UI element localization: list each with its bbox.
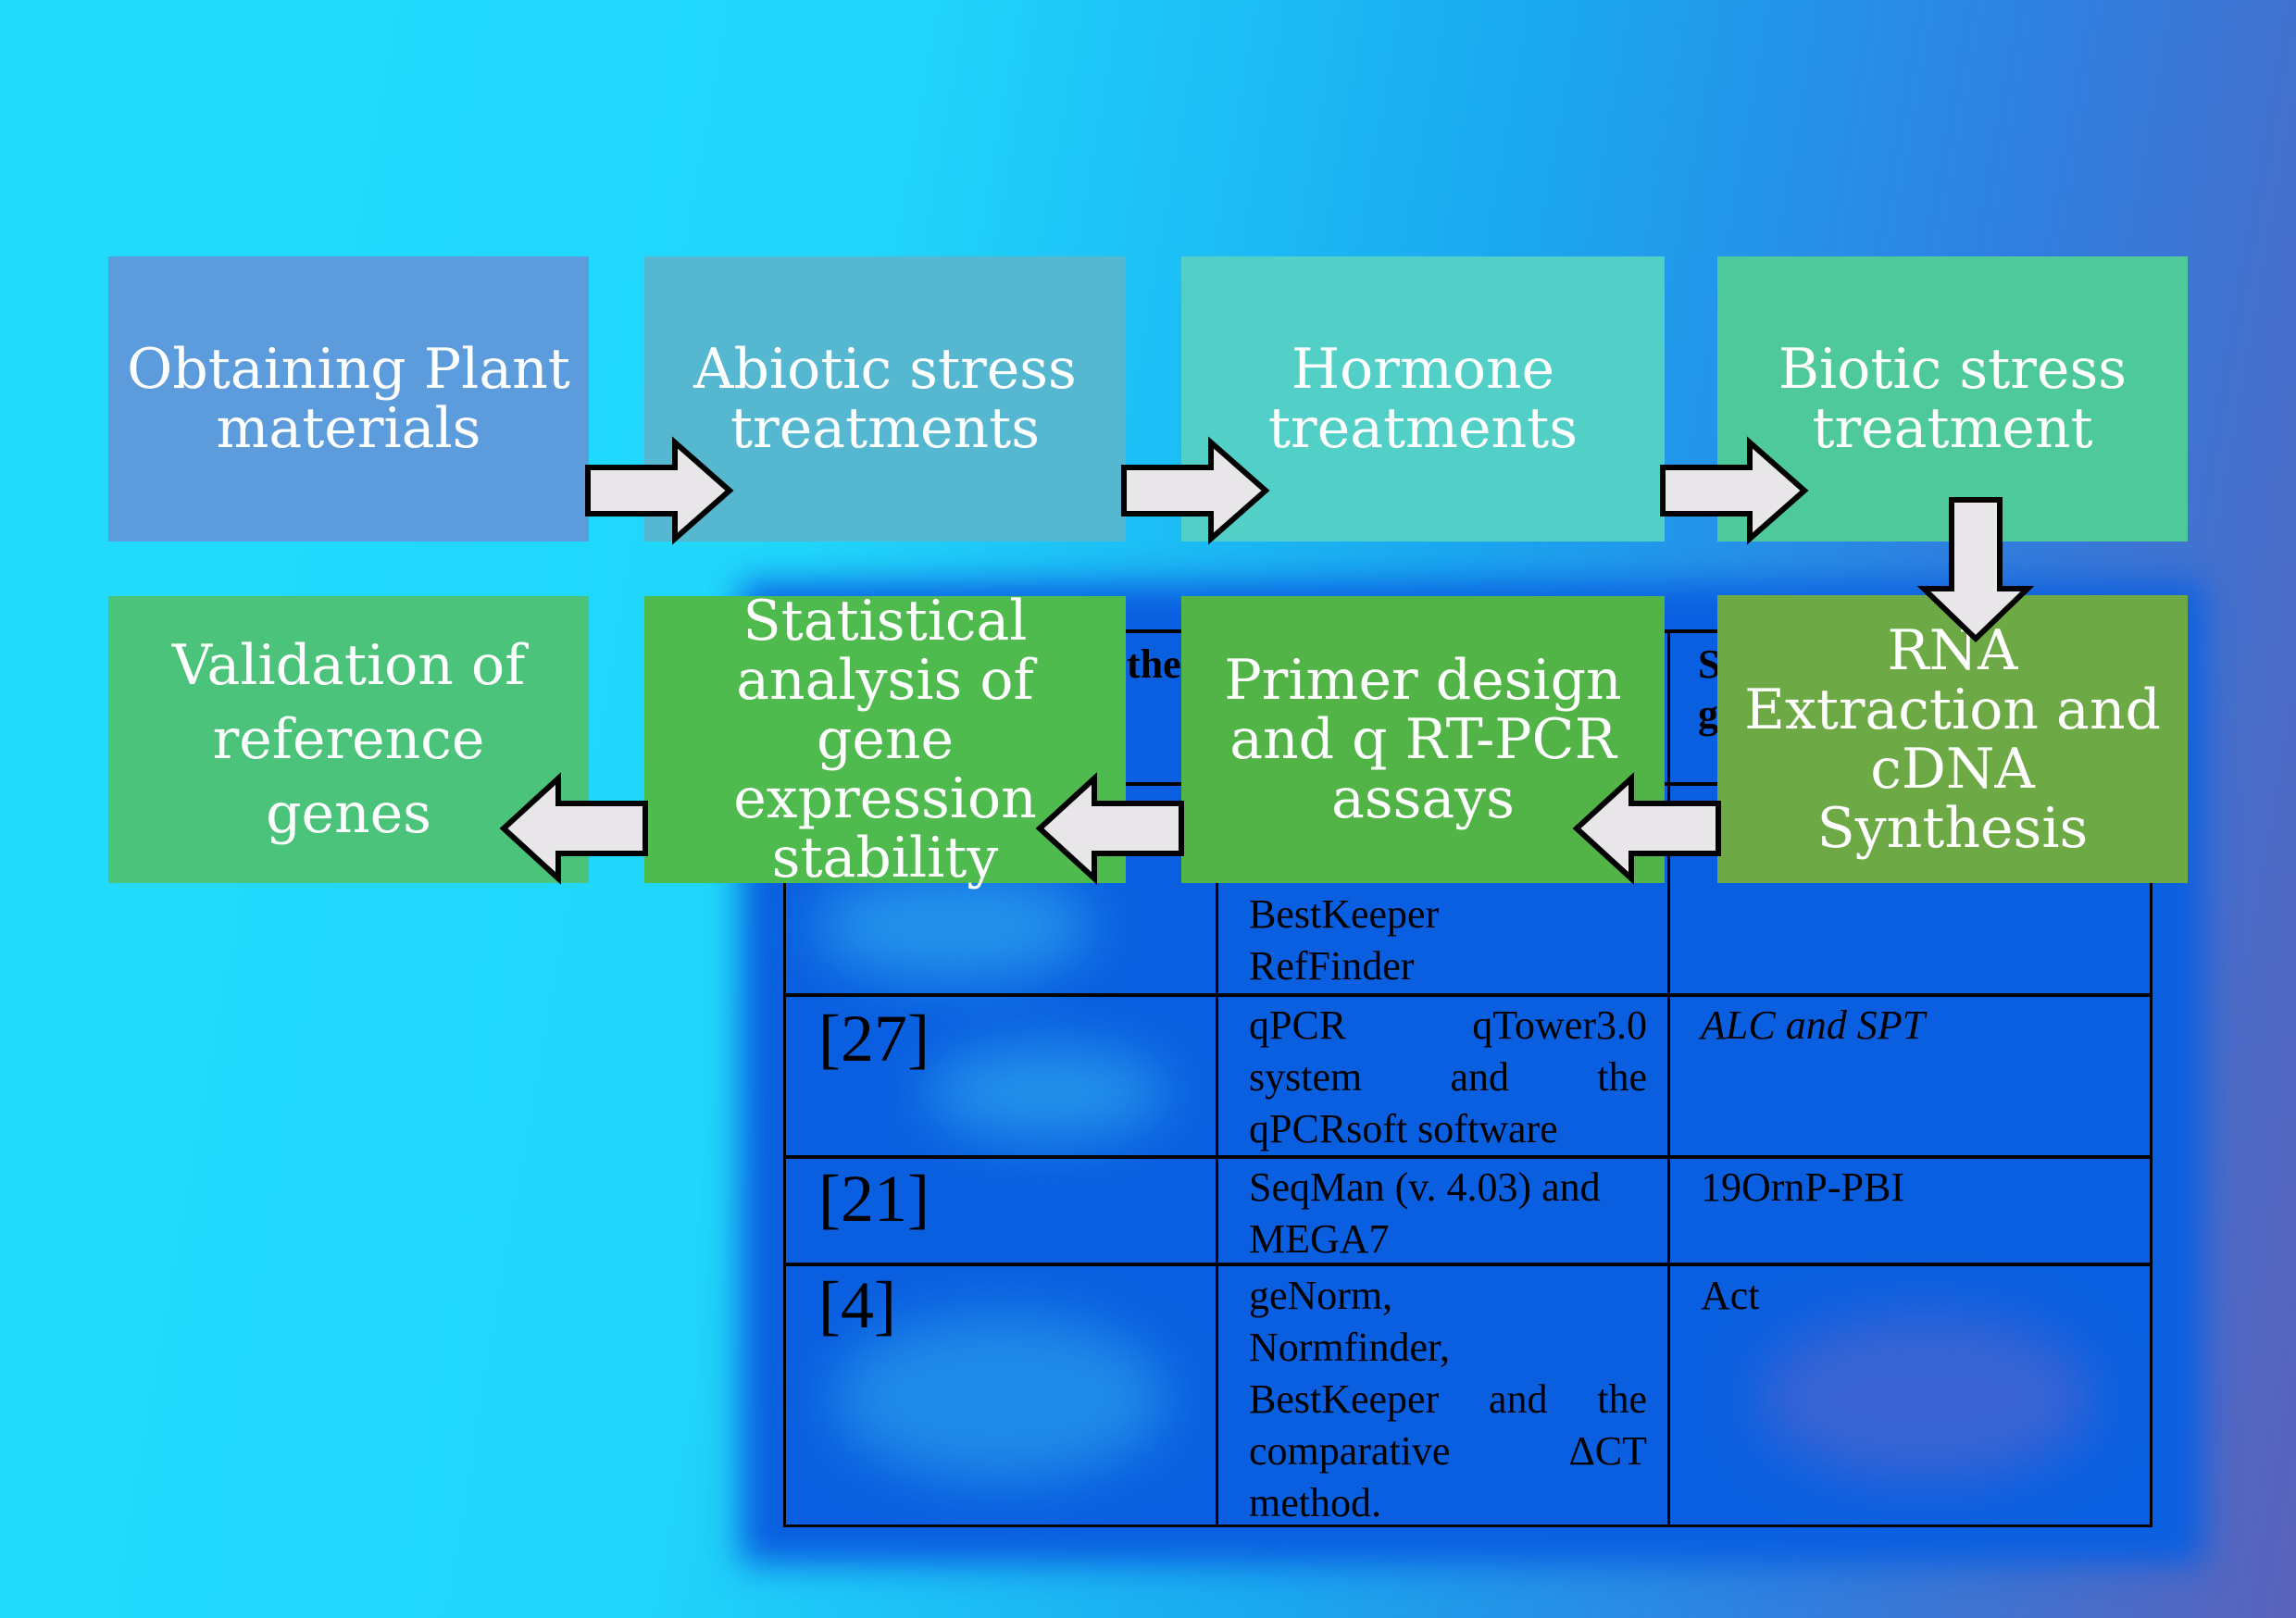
reference-cell: [27] [818,1002,930,1076]
cell-line: BestKeeper and the [1249,1376,1647,1422]
cell-line: SeqMan (v. 4.03) and [1249,1164,1601,1210]
row-divider [786,993,2150,997]
left-arrow-icon [499,772,648,885]
step-rna-extraction: RNA Extraction and cDNA Synthesis [1717,595,2188,883]
cell-line: Normfinder, [1249,1325,1450,1370]
blur-patch [815,870,1092,981]
left-arrow-icon [1035,772,1184,885]
cell-line: MEGA7 [1249,1216,1390,1262]
cell-line: method. [1249,1480,1381,1525]
cell-line: system and the [1249,1054,1647,1100]
cell-line: BestKeeper [1249,891,1440,937]
reference-cell: [4] [818,1268,896,1342]
blur-patch [833,1314,1167,1481]
header-fragment: S [1698,641,1721,687]
cell-line: qPCRsoft software [1249,1106,1558,1151]
software-cell: qPCR qTower3.0 system and the qPCRsoft s… [1249,1000,1647,1155]
genes-cell: ALC and SPT [1701,1002,1926,1048]
blur-patch [926,1046,1167,1139]
reference-cell: [21] [818,1162,930,1236]
genes-cell: Act [1701,1273,1760,1318]
cell-line: qPCR qTower3.0 [1249,1002,1647,1048]
reference-table: the S g BestKeeper RefFinder [27] qPCR q… [783,629,2155,1529]
header-fragment: g [1698,691,1718,737]
right-arrow-icon [1660,436,1809,545]
column-divider [1667,629,1670,1525]
right-arrow-icon [1121,436,1270,545]
software-cell: geNorm, Normfinder, BestKeeper and the c… [1249,1270,1647,1529]
genes-cell: 19OrnP-PBI [1701,1164,1905,1210]
step-validation: Validation of reference genes [108,596,589,883]
software-cell: SeqMan (v. 4.03) and MEGA7 [1249,1162,1647,1265]
right-arrow-icon [585,436,734,545]
step-obtaining-plant-materials: Obtaining Plant materials [108,256,589,541]
row-divider [786,1263,2150,1266]
cell-line: geNorm, [1249,1273,1393,1318]
cell-line: comparative ΔCT [1249,1428,1647,1474]
step-statistical-analysis: Statistical analysis of gene expression … [644,591,1126,888]
down-arrow-icon [1916,497,2035,643]
row-divider [786,1155,2150,1159]
column-divider [1216,629,1218,1525]
software-cell: BestKeeper RefFinder [1249,889,1439,992]
cell-line: RefFinder [1249,943,1415,989]
header-fragment: the [1127,641,1181,687]
blur-patch [1759,1314,2092,1481]
left-arrow-icon [1572,772,1721,885]
